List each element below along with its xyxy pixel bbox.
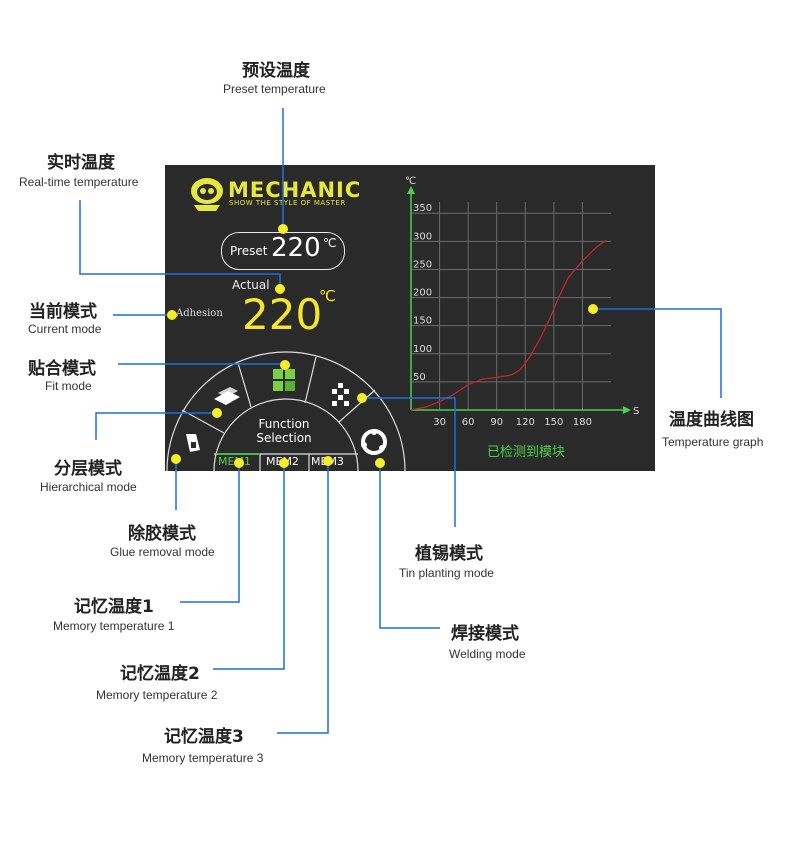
x-tick-label: 150: [544, 417, 563, 428]
fit-mode-callout-zh: 贴合模式: [28, 359, 96, 379]
brand-name: MECHANIC: [228, 178, 362, 202]
x-tick-label: 60: [462, 417, 475, 428]
mem2-marker: [279, 458, 289, 468]
y-axis-unit: ℃: [405, 176, 416, 187]
x-tick-label: 120: [516, 417, 535, 428]
tin-planting-marker: [357, 393, 367, 403]
y-tick-label: 300: [413, 231, 432, 242]
welding-callout-zh: 焊接模式: [451, 624, 519, 644]
preset-callout-zh: 预设温度: [242, 61, 310, 81]
x-axis-unit: S: [633, 406, 639, 417]
brand-slogan: SHOW THE STYLE OF MASTER: [229, 199, 346, 207]
current-mode-callout-en: Current mode: [28, 322, 102, 336]
y-axis-arrow: [407, 186, 415, 194]
function-label: Function: [258, 417, 310, 431]
mem3-callout-en: Memory temperature 3: [142, 751, 264, 765]
tin-planting-callout-zh: 植锡模式: [415, 544, 483, 564]
realtime-marker: [275, 284, 285, 294]
glue-removal-callout-en: Glue removal mode: [110, 545, 215, 559]
hierarchical-callout-en: Hierarchical mode: [40, 480, 137, 494]
y-tick-label: 150: [413, 316, 432, 327]
graph-callout-zh: 温度曲线图: [669, 410, 754, 430]
x-tick-label: 30: [433, 417, 446, 428]
graph-callout-en: Temperature graph: [662, 435, 764, 449]
hierarchical-icon[interactable]: [212, 385, 242, 409]
preset-unit: ℃: [323, 236, 337, 250]
module-status: 已检测到模块: [487, 445, 566, 460]
actual-value: 220: [242, 290, 323, 339]
preset-value: 220: [271, 233, 321, 263]
mem3-callout-zh: 记忆温度3: [164, 727, 244, 747]
mechanic-logo-icon: [191, 178, 223, 211]
function-selection[interactable]: Function Selection: [240, 417, 328, 445]
temperature-curve: [410, 239, 607, 411]
y-tick-label: 50: [413, 372, 426, 383]
tin-planting-icon[interactable]: [328, 382, 354, 408]
fit-marker: [280, 360, 290, 370]
welding-icon[interactable]: [360, 428, 388, 456]
hierarchical-callout-zh: 分层模式: [54, 459, 122, 479]
fit-mode-callout-en: Fit mode: [45, 379, 92, 393]
realtime-callout-zh: 实时温度: [47, 153, 115, 173]
tin-planting-callout-en: Tin planting mode: [399, 566, 494, 580]
x-tick-label: 180: [573, 417, 592, 428]
y-tick-label: 250: [413, 259, 432, 270]
y-tick-label: 200: [413, 288, 432, 299]
current-mode-marker: [167, 310, 177, 320]
x-axis-arrow: [623, 406, 631, 414]
mem1-marker: [234, 458, 244, 468]
glue-removal-icon[interactable]: [182, 432, 202, 454]
graph-marker: [588, 304, 598, 314]
realtime-callout-en: Real-time temperature: [19, 175, 139, 189]
mem2-callout-zh: 记忆温度2: [120, 664, 200, 684]
preset-label: Preset: [230, 244, 268, 258]
welding-callout-en: Welding mode: [449, 647, 526, 661]
x-tick-label: 90: [490, 417, 503, 428]
preset-marker: [278, 224, 288, 234]
current-mode-callout-zh: 当前模式: [29, 302, 97, 322]
y-tick-label: 100: [413, 344, 432, 355]
glue-removal-marker: [171, 454, 181, 464]
mem2-callout-en: Memory temperature 2: [96, 688, 218, 702]
actual-unit: ℃: [319, 287, 336, 305]
temperature-graph: 50 100 150 200 250 300 350 30 60 90 120 150 180 ℃ S: [405, 176, 639, 428]
mem1-callout-en: Memory temperature 1: [53, 619, 175, 633]
fit-icon[interactable]: [272, 368, 296, 392]
selection-label: Selection: [256, 431, 312, 445]
preset-callout-en: Preset temperature: [223, 82, 326, 96]
glue-removal-callout-zh: 除胶模式: [128, 524, 196, 544]
current-mode-text: Adhesion: [176, 308, 223, 319]
mem3-marker: [323, 456, 333, 466]
mem1-callout-zh: 记忆温度1: [74, 597, 154, 617]
hierarchical-marker: [212, 408, 222, 418]
y-tick-label: 350: [413, 203, 432, 214]
welding-marker: [375, 458, 385, 468]
